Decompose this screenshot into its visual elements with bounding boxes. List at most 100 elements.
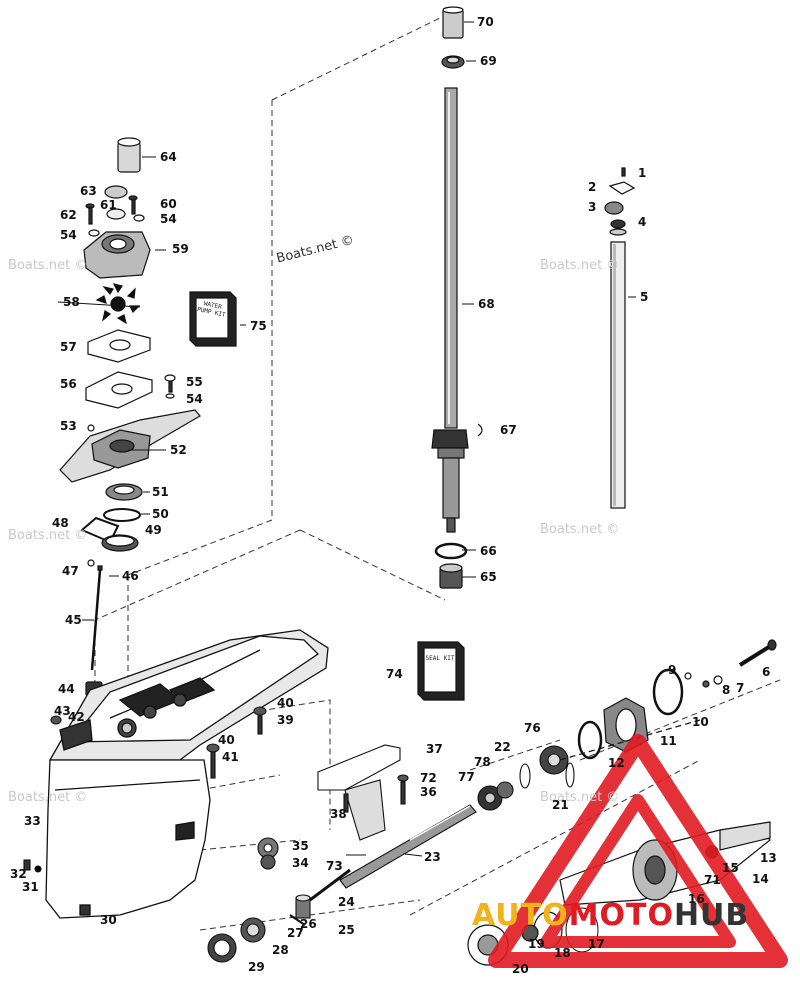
callout-30: 30 bbox=[100, 913, 117, 927]
callout-40: 40 bbox=[277, 696, 294, 710]
callout-70: 70 bbox=[477, 15, 494, 29]
callout-18: 18 bbox=[554, 946, 571, 960]
callout-52: 52 bbox=[170, 443, 187, 457]
callout-46: 46 bbox=[122, 569, 139, 583]
gear-set bbox=[207, 745, 575, 963]
callout-63: 63 bbox=[80, 184, 97, 198]
callout-77: 77 bbox=[458, 770, 475, 784]
callout-27: 27 bbox=[287, 926, 304, 940]
callout-45: 45 bbox=[65, 613, 82, 627]
callout-8: 8 bbox=[722, 683, 731, 697]
callout-16: 16 bbox=[688, 892, 705, 906]
callout-17: 17 bbox=[588, 937, 605, 951]
driveshaft-parts bbox=[431, 6, 483, 589]
callout-43: 43 bbox=[54, 704, 71, 718]
callout-22: 22 bbox=[494, 740, 511, 754]
seal-kit-label: SEAL KIT bbox=[425, 655, 455, 662]
callout-58: 58 bbox=[63, 295, 80, 309]
callout-54: 54 bbox=[160, 212, 177, 226]
water-pump-kit-box bbox=[189, 291, 237, 347]
callout-51: 51 bbox=[152, 485, 169, 499]
callout-56: 56 bbox=[60, 377, 77, 391]
shift-shaft-parts bbox=[604, 167, 636, 509]
callout-73: 73 bbox=[326, 859, 343, 873]
callout-49: 49 bbox=[145, 523, 162, 537]
callout-78: 78 bbox=[474, 755, 491, 769]
callout-55: 55 bbox=[186, 375, 203, 389]
callout-28: 28 bbox=[272, 943, 289, 957]
logo-text-auto: AUTO bbox=[472, 898, 569, 933]
callout-74: 74 bbox=[386, 667, 403, 681]
callout-44: 44 bbox=[58, 682, 75, 696]
watermark: Boats.net © bbox=[540, 522, 620, 537]
callout-57: 57 bbox=[60, 340, 77, 354]
callout-64: 64 bbox=[160, 150, 177, 164]
callout-38: 38 bbox=[330, 807, 347, 821]
callout-20: 20 bbox=[512, 962, 529, 976]
callout-69: 69 bbox=[480, 54, 497, 68]
logo-text-moto: MOTO bbox=[568, 898, 674, 933]
callout-11: 11 bbox=[660, 734, 677, 748]
callout-6: 6 bbox=[762, 665, 771, 679]
callout-66: 66 bbox=[480, 544, 497, 558]
callout-25: 25 bbox=[338, 923, 355, 937]
callout-39: 39 bbox=[277, 713, 294, 727]
gearcase-fasteners bbox=[23, 706, 409, 873]
callout-54: 54 bbox=[60, 228, 77, 242]
watermark: Boats.net © bbox=[8, 528, 88, 543]
callout-41: 41 bbox=[222, 750, 239, 764]
callout-4: 4 bbox=[638, 215, 647, 229]
water-pump-parts bbox=[59, 137, 201, 697]
callout-7: 7 bbox=[736, 681, 745, 695]
callout-53: 53 bbox=[60, 419, 77, 433]
callout-75: 75 bbox=[250, 319, 267, 333]
callout-47: 47 bbox=[62, 564, 79, 578]
callout-37: 37 bbox=[426, 742, 443, 756]
callout-9: 9 bbox=[668, 663, 677, 677]
automotohub-logo bbox=[488, 734, 788, 968]
callout-60: 60 bbox=[160, 197, 177, 211]
callout-24: 24 bbox=[338, 895, 355, 909]
callout-19: 19 bbox=[528, 937, 545, 951]
callout-33: 33 bbox=[24, 814, 41, 828]
callout-1: 1 bbox=[638, 166, 647, 180]
seal-kit-box bbox=[417, 641, 465, 701]
callout-15: 15 bbox=[722, 861, 739, 875]
callout-3: 3 bbox=[588, 200, 597, 214]
callout-71: 71 bbox=[704, 873, 721, 887]
callout-68: 68 bbox=[478, 297, 495, 311]
callout-21: 21 bbox=[552, 798, 569, 812]
callout-61: 61 bbox=[100, 198, 117, 212]
callout-76: 76 bbox=[524, 721, 541, 735]
callout-62: 62 bbox=[60, 208, 77, 222]
callout-65: 65 bbox=[480, 570, 497, 584]
callout-13: 13 bbox=[760, 851, 777, 865]
logo-text-hub: HUB bbox=[673, 898, 750, 933]
callout-10: 10 bbox=[692, 715, 709, 729]
callout-12: 12 bbox=[608, 756, 625, 770]
callout-54: 54 bbox=[186, 392, 203, 406]
callout-36: 36 bbox=[420, 785, 437, 799]
callout-59: 59 bbox=[172, 242, 189, 256]
callout-50: 50 bbox=[152, 507, 169, 521]
callout-35: 35 bbox=[292, 839, 309, 853]
gearcase-housing bbox=[45, 629, 329, 919]
logo-wordmark: AUTOMOTOHUB bbox=[472, 898, 749, 933]
watermark: Boats.net © bbox=[540, 258, 620, 273]
callout-5: 5 bbox=[640, 290, 649, 304]
callout-26: 26 bbox=[300, 917, 317, 931]
callout-42: 42 bbox=[68, 710, 85, 724]
watermark: Boats.net © bbox=[540, 790, 620, 805]
callout-72: 72 bbox=[420, 771, 437, 785]
callout-23: 23 bbox=[424, 850, 441, 864]
callout-2: 2 bbox=[588, 180, 597, 194]
callout-34: 34 bbox=[292, 856, 309, 870]
callout-67: 67 bbox=[500, 423, 517, 437]
watermark: Boats.net © bbox=[8, 790, 88, 805]
callout-32: 32 bbox=[10, 867, 27, 881]
callout-48: 48 bbox=[52, 516, 69, 530]
callout-29: 29 bbox=[248, 960, 265, 974]
callout-31: 31 bbox=[22, 880, 39, 894]
